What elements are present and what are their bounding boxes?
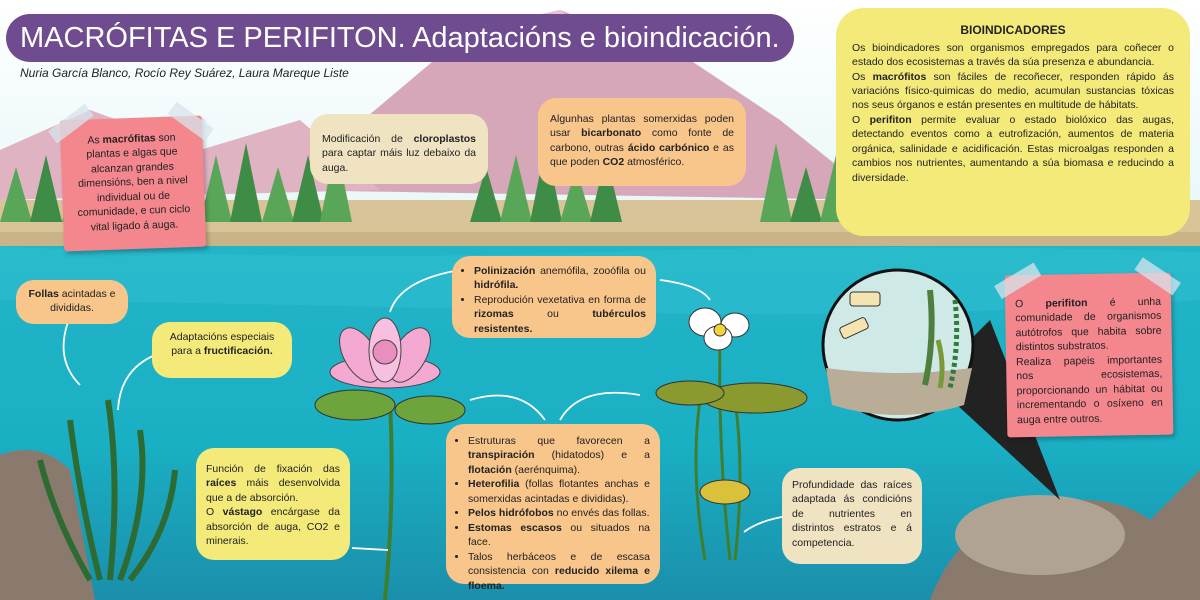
tree bbox=[230, 143, 262, 222]
tree bbox=[292, 155, 324, 222]
rock-left bbox=[0, 450, 95, 600]
raices-box: Función de fixación das raíces máis dese… bbox=[196, 448, 350, 560]
tree bbox=[0, 167, 32, 222]
tree bbox=[262, 167, 294, 222]
estruturas-box: Estruturas que favorecen a transpiración… bbox=[446, 424, 660, 592]
reproducion-item: Reprodución vexetativa en forma de rizom… bbox=[474, 293, 646, 336]
polinizacion-item: Polinización anemófila, zooófila ou hidr… bbox=[474, 264, 646, 293]
cloroplastos-box: Modificación de cloroplastos para captar… bbox=[310, 114, 488, 184]
tree bbox=[790, 167, 822, 222]
follas-box: Follas acintadas e divididas. bbox=[16, 280, 128, 324]
polinizacion-box: Polinización anemófila, zooófila ou hidr… bbox=[452, 256, 656, 338]
page-title: MACRÓFITAS E PERIFITON. Adaptacións e bi… bbox=[6, 14, 794, 62]
lotus-leaf bbox=[314, 389, 396, 421]
aquatic-plant bbox=[37, 399, 178, 582]
bioindicadores-box: BIOINDICADORES Os bioindicadores son org… bbox=[836, 8, 1190, 236]
tree bbox=[560, 167, 592, 222]
bicarbonato-box: Algunhas plantas somerxidas poden usar b… bbox=[538, 98, 746, 186]
profundidade-box: Profundidade das raíces adaptada ás cond… bbox=[782, 468, 922, 564]
lily-flower bbox=[688, 307, 750, 351]
lotus-flower bbox=[329, 317, 441, 389]
tree bbox=[760, 143, 792, 222]
bioindicadores-title: BIOINDICADORES bbox=[960, 23, 1066, 37]
tree bbox=[30, 155, 62, 222]
tree bbox=[200, 155, 232, 222]
fructificacion-box: Adaptacións especiais para a fructificac… bbox=[152, 322, 292, 378]
perifiton-note: O perifiton é unha comunidade de organis… bbox=[994, 257, 1181, 438]
macrofitas-note: As macrófitas son plantas e algas que al… bbox=[47, 101, 214, 252]
tree bbox=[590, 155, 622, 222]
authors: Nuria García Blanco, Rocío Rey Suárez, L… bbox=[20, 66, 349, 80]
tree bbox=[470, 167, 502, 222]
tree bbox=[500, 155, 532, 222]
